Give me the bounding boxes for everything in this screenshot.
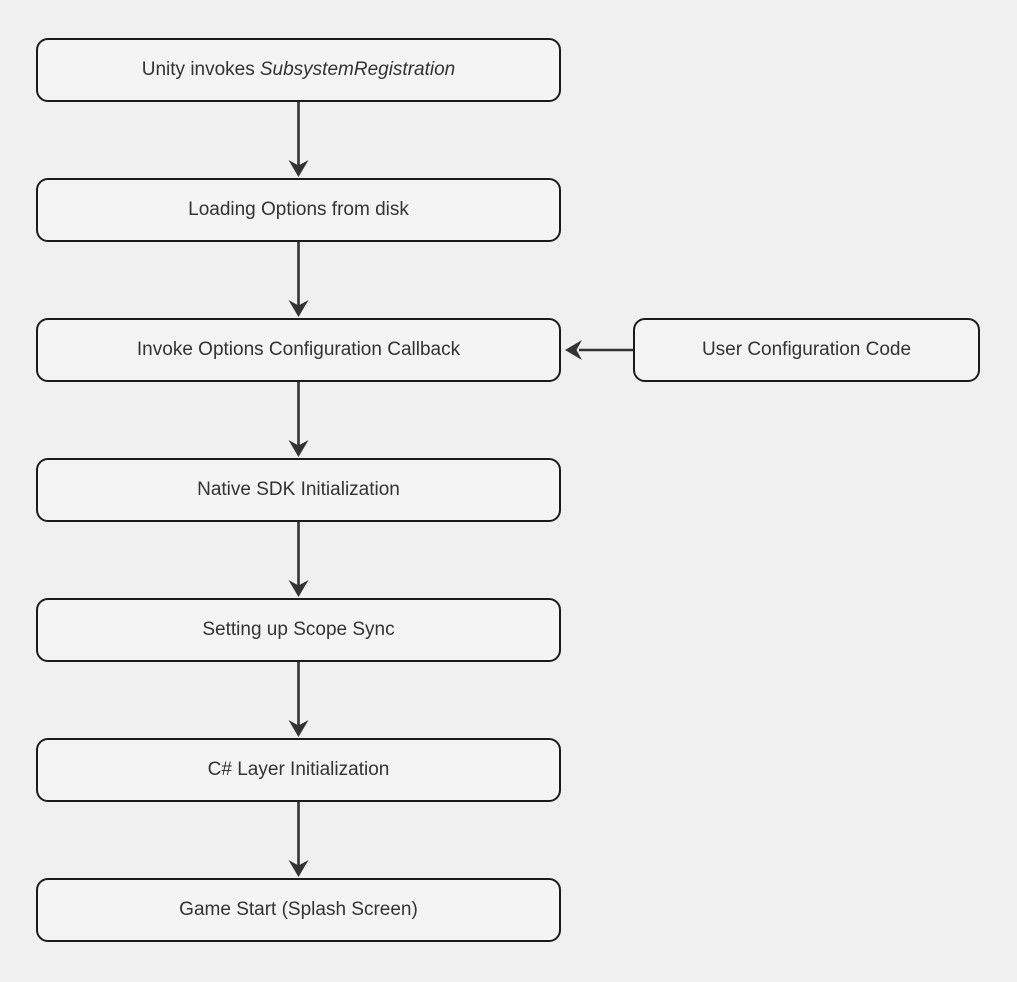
node-label: Loading Options from disk (188, 199, 409, 220)
node-label-prefix: Unity invokes (141, 59, 255, 80)
edge-csharp-to-game (288, 802, 309, 877)
node-unity-invokes-subsystemregistration: Unity invokes SubsystemRegistration (36, 38, 561, 102)
edge-loading-to-invoke (288, 242, 309, 317)
node-label: User Configuration Code (701, 339, 912, 360)
edge-native-to-scope (288, 522, 309, 597)
edge-invoke-to-native (288, 382, 309, 457)
node-label: Setting up Scope Sync (202, 619, 395, 640)
node-csharp-layer-initialization: C# Layer Initialization (36, 738, 561, 802)
node-label-italic: SubsystemRegistration (259, 59, 456, 80)
node-native-sdk-initialization: Native SDK Initialization (36, 458, 561, 522)
edge-userconf-to-invoke (565, 340, 633, 360)
arrowhead-left-icon (565, 340, 582, 360)
edge-unity-to-loading (288, 102, 309, 177)
edge-scope-to-csharp (288, 662, 309, 737)
arrowhead-down-icon (288, 160, 309, 177)
node-label: Invoke Options Configuration Callback (136, 339, 461, 360)
node-label: C# Layer Initialization (207, 759, 390, 780)
arrowhead-down-icon (288, 300, 309, 317)
node-user-configuration-code: User Configuration Code (633, 318, 980, 382)
node-game-start-splash-screen: Game Start (Splash Screen) (36, 878, 561, 942)
node-label: Game Start (Splash Screen) (179, 899, 418, 920)
arrowhead-down-icon (288, 440, 309, 457)
arrowhead-down-icon (288, 720, 309, 737)
arrowhead-down-icon (288, 580, 309, 597)
node-loading-options-from-disk: Loading Options from disk (36, 178, 561, 242)
node-label: Native SDK Initialization (197, 479, 400, 500)
node-invoke-options-configuration-callback: Invoke Options Configuration Callback (36, 318, 561, 382)
node-setting-up-scope-sync: Setting up Scope Sync (36, 598, 561, 662)
arrowhead-down-icon (288, 860, 309, 877)
